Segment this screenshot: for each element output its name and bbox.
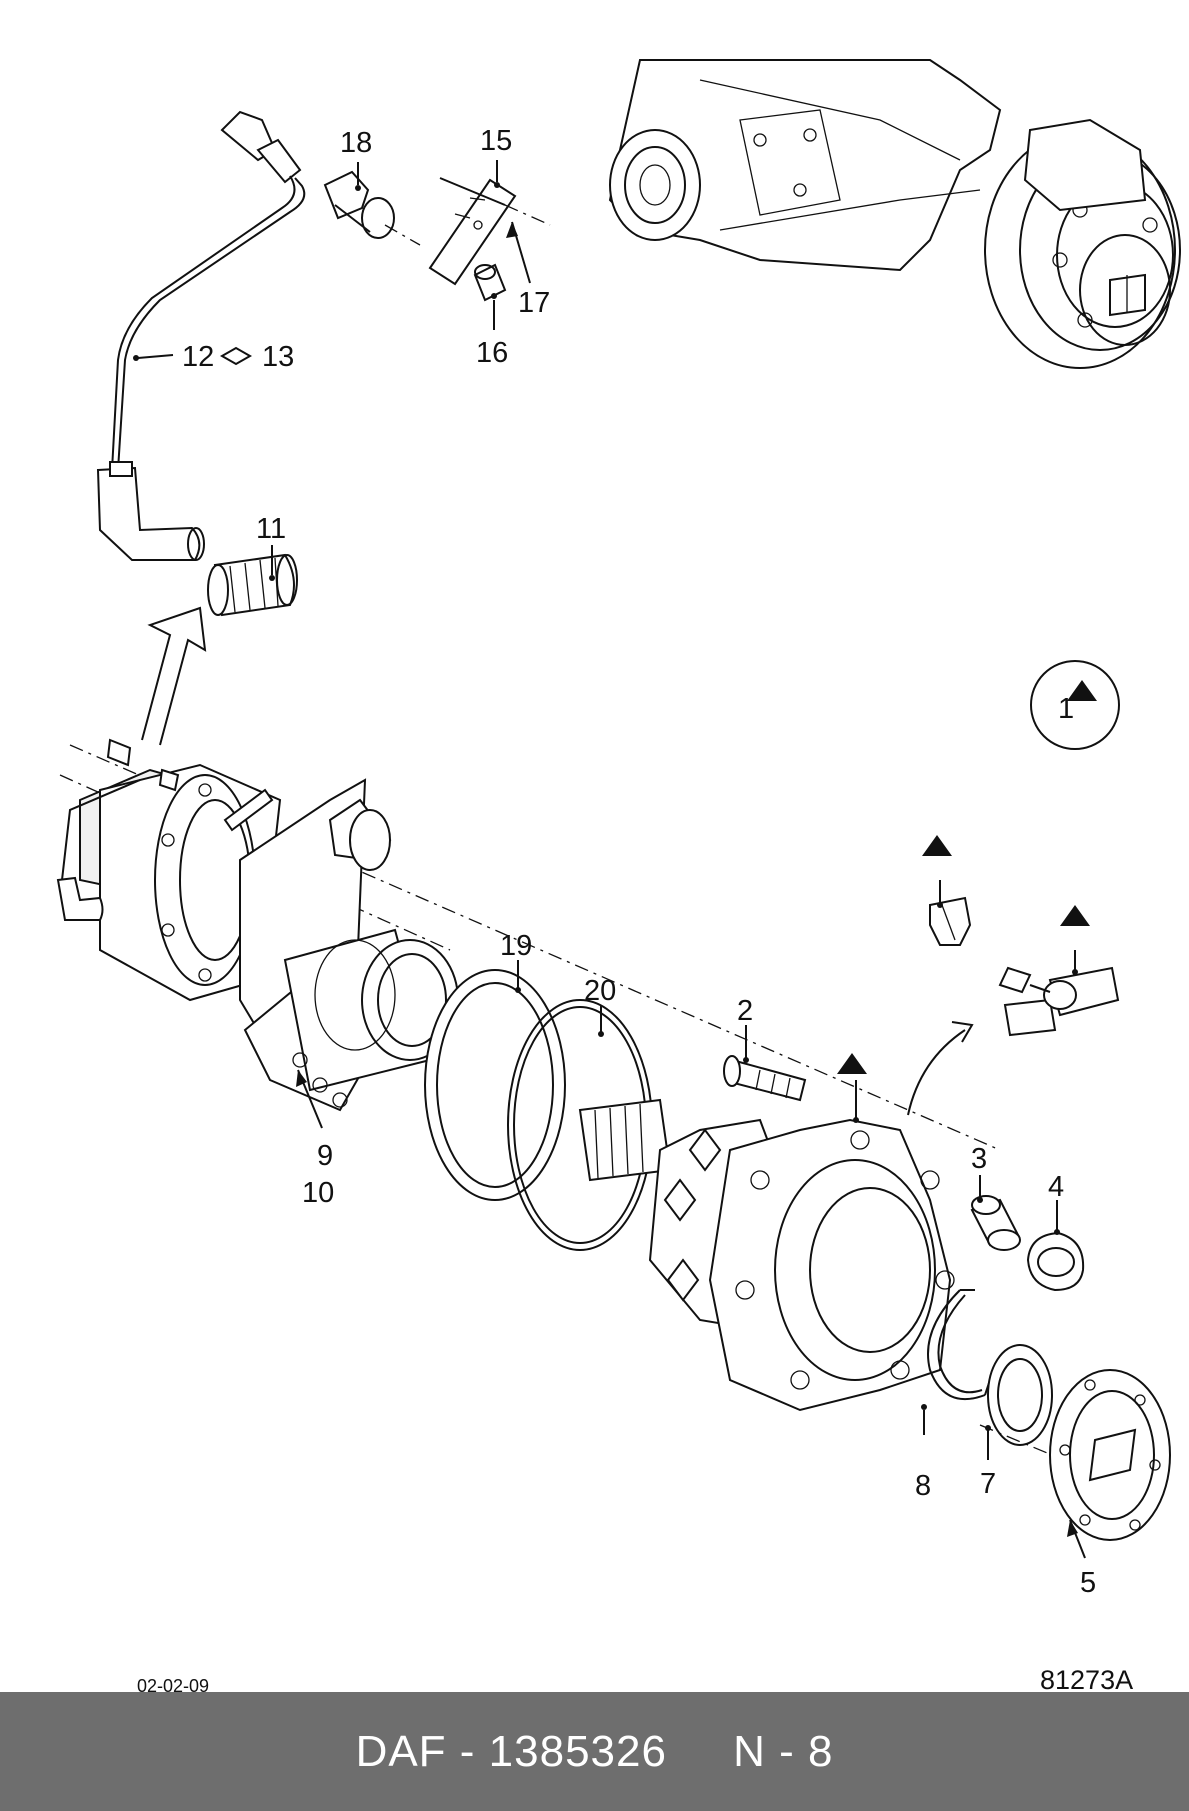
- footer-part-text: DAF - 1385326 N - 8: [355, 1726, 834, 1776]
- wheel-nut-cap-4: [1026, 1231, 1085, 1292]
- drawing-number: 81273A: [1040, 1665, 1133, 1692]
- bush-16: [473, 263, 507, 302]
- wheel-hub: [578, 1098, 955, 1412]
- part-number-footer: DAF - 1385326 N - 8: [0, 1692, 1189, 1811]
- sensor-bracket: [428, 177, 551, 286]
- leader-lines: [133, 160, 1086, 1559]
- axle-nut-7: [987, 1344, 1053, 1446]
- callout-3: 3: [971, 1143, 987, 1175]
- callout-18: 18: [340, 127, 372, 159]
- exploded-parts-diagram: 18 15 17 16 12 13 11 1 19 20 2 3 4 9 10 …: [56, 59, 1181, 1692]
- callout-5: 5: [1080, 1567, 1096, 1599]
- reference-circle-1: [1030, 660, 1120, 750]
- seal-ring-19: [424, 969, 566, 1201]
- sensor-bush: [323, 170, 421, 246]
- sensor-holder-detail: [998, 966, 1120, 1037]
- callout-9: 9: [317, 1140, 333, 1172]
- clamping-sleeve: [207, 553, 298, 617]
- callout-8: 8: [915, 1470, 931, 1502]
- detail-arrow-curved: [907, 1021, 974, 1116]
- callout-10: 10: [302, 1177, 334, 1209]
- abs-sensor-cable: [96, 110, 306, 561]
- diamond-icon: [219, 346, 253, 366]
- callout-4: 4: [1048, 1171, 1064, 1203]
- callout-12: 12: [182, 341, 214, 373]
- triangle-markers: [837, 680, 1097, 1074]
- callout-13: 13: [262, 341, 294, 373]
- wheel-nut-3: [970, 1195, 1021, 1251]
- callout-11: 11: [256, 513, 286, 545]
- clip-detail: [929, 896, 972, 946]
- date-code: 02-02-09: [137, 1676, 209, 1692]
- callout-15: 15: [480, 125, 512, 157]
- callout-labels: 18 15 17 16 12 13 11 1 19 20 2 3 4 9 10 …: [137, 125, 1133, 1692]
- axle-assembly-illustration: [608, 59, 1181, 369]
- callout-19: 19: [500, 930, 532, 962]
- callout-7: 7: [980, 1468, 996, 1500]
- hub-cap-5: [979, 1369, 1171, 1541]
- callout-1: 1: [1058, 693, 1074, 725]
- callout-2: 2: [737, 995, 753, 1027]
- steering-knuckle: [56, 738, 1001, 1151]
- callout-20: 20: [584, 975, 616, 1007]
- wheel-stud: [723, 1055, 807, 1102]
- callout-16: 16: [476, 337, 508, 369]
- callout-17: 17: [518, 287, 550, 319]
- detail-arrow-up: [141, 606, 207, 746]
